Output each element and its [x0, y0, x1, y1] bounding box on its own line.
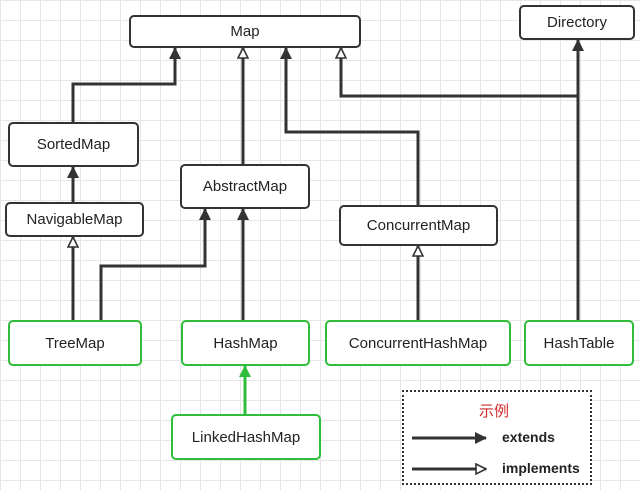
edge-hashtable-map [341, 48, 578, 98]
node-abstractmap-label: AbstractMap [202, 178, 288, 195]
legend-arrows [412, 432, 487, 487]
node-linkedhashmap: LinkedHashMap [171, 414, 321, 460]
node-hashmap-label: HashMap [213, 334, 278, 352]
legend-implements-label: implements [502, 460, 580, 476]
node-map: Map [129, 15, 361, 48]
edge-concurrentmap-map [280, 47, 420, 205]
node-sortedmap-label: SortedMap [36, 136, 111, 153]
node-hashmap: HashMap [181, 320, 310, 366]
node-hashtable-label: HashTable [543, 334, 615, 352]
node-concurrenthashmap-label: ConcurrentHashMap [348, 334, 488, 352]
node-treemap-label: TreeMap [45, 334, 105, 352]
node-concurrenthashmap: ConcurrentHashMap [325, 320, 511, 366]
node-treemap: TreeMap [8, 320, 142, 366]
edge-sortedmap-map [71, 47, 181, 122]
node-map-label: Map [230, 23, 260, 40]
node-sortedmap: SortedMap [8, 122, 139, 167]
node-navigablemap-label: NavigableMap [26, 211, 123, 228]
edge-treemap-abstractmap [99, 208, 211, 320]
legend: 示例 extends implements [402, 390, 592, 485]
legend-title: 示例 [479, 403, 510, 420]
node-linkedhashmap-label: LinkedHashMap [191, 428, 301, 446]
node-hashtable: HashTable [524, 320, 634, 366]
node-directory: Directory [519, 5, 635, 40]
legend-extends-label: extends [502, 429, 555, 445]
node-concurrentmap: ConcurrentMap [339, 205, 498, 246]
node-abstractmap: AbstractMap [180, 164, 310, 209]
node-navigablemap: NavigableMap [5, 202, 144, 237]
node-concurrentmap-label: ConcurrentMap [366, 217, 471, 234]
node-directory-label: Directory [546, 14, 607, 31]
